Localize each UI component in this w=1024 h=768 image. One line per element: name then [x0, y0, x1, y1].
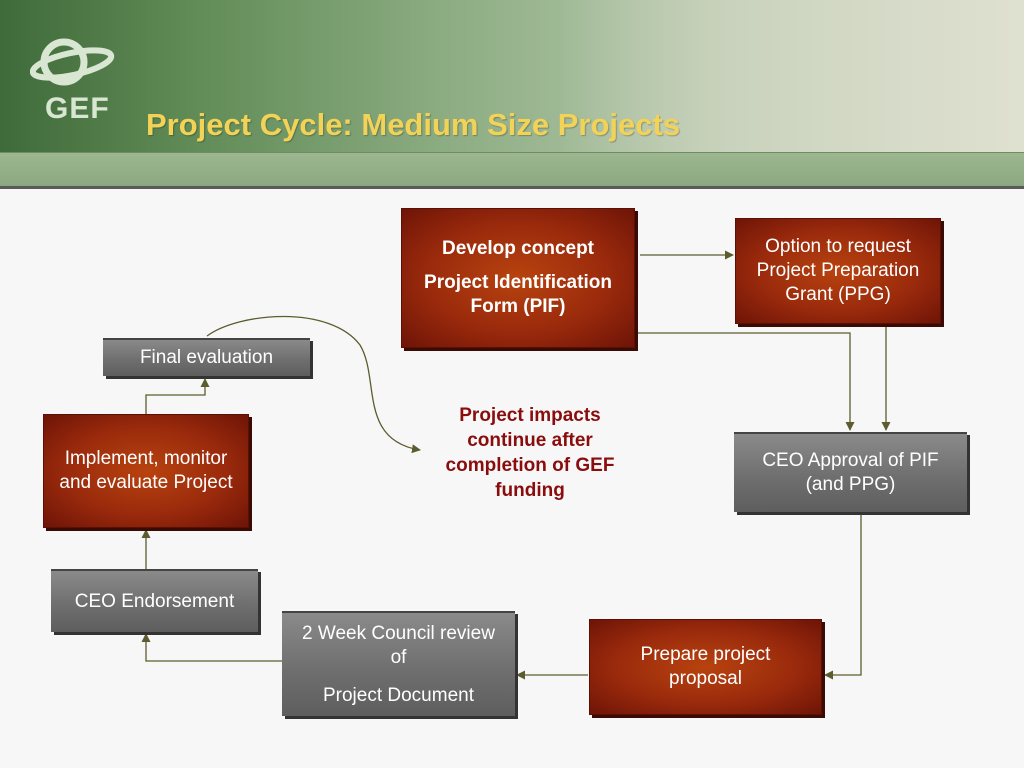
project-document-label: Project Document — [322, 684, 474, 706]
ppg-option-box: Option to request Project Preparation Gr… — [735, 218, 941, 324]
prepare-proposal-box: Prepare project proposal — [589, 619, 822, 715]
header-band — [0, 152, 1024, 186]
ceo-endorsement-box: CEO Endorsement — [51, 569, 258, 632]
meeting-photo — [560, 0, 1024, 152]
implement-box: Implement, monitor and evaluate Project — [43, 414, 249, 528]
header-banner: GEF Project Cycle: Medium Size Projects — [0, 0, 1024, 186]
arrow-implement-to-final — [145, 378, 210, 414]
final-evaluation-label: Final evaluation — [139, 347, 274, 368]
council-review-box: 2 Week Council review of Project Documen… — [282, 611, 515, 716]
header-rule — [0, 186, 1024, 189]
prepare-proposal-label: Prepare project proposal — [640, 644, 771, 689]
ppg-option-label: Option to request Project Preparation Gr… — [756, 236, 920, 305]
ceo-approval-box: CEO Approval of PIF (and PPG) — [734, 432, 967, 512]
ceo-endorsement-label: CEO Endorsement — [74, 590, 235, 612]
impact-note: Project impacts continue after completio… — [445, 405, 615, 501]
gef-globe-icon — [30, 38, 115, 86]
gef-logo-text: GEF — [45, 92, 110, 125]
develop-concept-box: Develop concept Project Identification F… — [401, 208, 635, 348]
arrow-council-to-endorse — [141, 633, 282, 662]
develop-concept-heading: Develop concept — [441, 238, 595, 259]
ceo-approval-label: CEO Approval of PIF (and PPG) — [762, 450, 939, 495]
arrow-develop-to-ceo-approval — [635, 332, 855, 431]
pif-label: Project Identification Form (PIF) — [424, 272, 612, 317]
curve-final-to-impact — [206, 315, 421, 454]
page-title: Project Cycle: Medium Size Projects — [146, 107, 681, 142]
arrow-ceo-approval-to-prepare — [824, 513, 862, 680]
final-evaluation-box: Final evaluation — [103, 338, 310, 376]
council-review-label: 2 Week Council review of — [302, 622, 495, 668]
implement-label: Implement, monitor and evaluate Project — [59, 448, 233, 493]
